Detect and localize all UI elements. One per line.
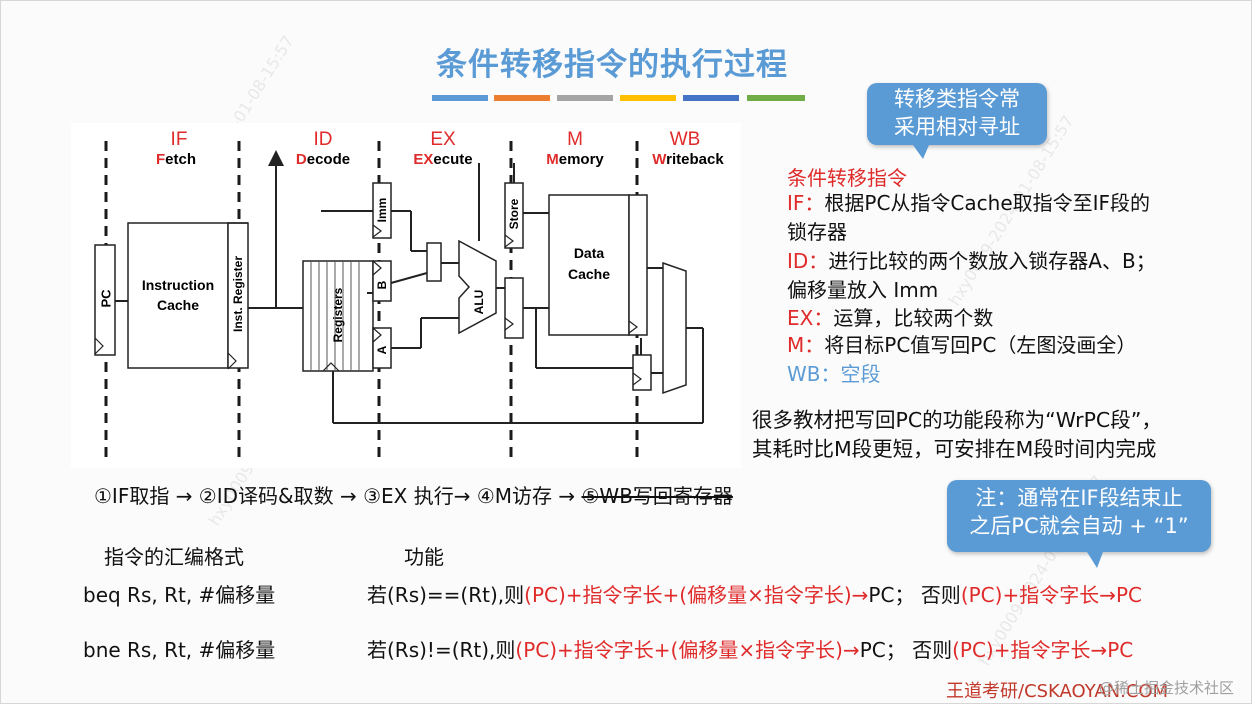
step-label: ID： — [787, 249, 829, 273]
pipeline-datapath-diagram: IF Fetch ID Decode EX EXecute M Memory W… — [71, 123, 741, 468]
condition: 若(Rs)==(Rt),则 — [367, 583, 525, 607]
store-latch-label: Store — [507, 198, 521, 230]
pc-target: PC — [1107, 638, 1134, 662]
icache-label-1: Instruction — [141, 277, 215, 293]
slide-title: 条件转移指令的执行过程 — [436, 47, 788, 83]
step-label: IF： — [787, 191, 825, 215]
stage-name-if: Fetch — [141, 151, 211, 168]
stage-initial: M — [546, 151, 559, 168]
pc-target: PC； — [868, 583, 915, 607]
callout-line: 注：通常在IF段结束止 — [975, 486, 1183, 510]
stage-label-id: ID — [313, 129, 333, 150]
wrpc-note: 很多教材把写回PC的功能段称为“WrPC段”， 其耗时比M段更短，可安排在M段时… — [752, 406, 1162, 464]
callout-line: 采用相对寻址 — [894, 115, 1020, 139]
datapath-svg — [94, 141, 704, 463]
stage-initial: F — [155, 151, 166, 168]
column-header-format: 指令的汇编格式 — [104, 545, 244, 569]
stage-rest: emory — [558, 151, 604, 168]
step-label: M： — [787, 333, 825, 357]
imm-latch-label: Imm — [375, 197, 389, 223]
pipeline-sequence: ①IF取指 → ②ID译码&取数 → ③EX 执行→ ④M访存 → ⑤WB写回寄… — [94, 480, 733, 509]
stage-label-ex: EX — [430, 129, 456, 150]
beq-function: 若(Rs)==(Rt),则(PC)+指令字长+(偏移量×指令字长)→PC； 否则… — [367, 579, 1142, 608]
callout-line: 转移类指令常 — [894, 87, 1020, 111]
callout-tail — [913, 145, 929, 159]
stage-label-wb: WB — [669, 129, 701, 150]
inst-register-label: Inst. Register — [231, 255, 245, 333]
title-color-bar — [557, 95, 613, 101]
id-step-continued: 偏移量放入 Imm — [787, 278, 939, 302]
step-text: 运算，比较两个数 — [833, 306, 994, 330]
m-step: M：将目标PC值写回PC（左图没画全） — [787, 331, 1136, 360]
stage-name-id: Decode — [287, 151, 359, 168]
title-color-bar — [494, 95, 550, 101]
title-color-bar — [620, 95, 676, 101]
step-text: 进行比较的两个数放入锁存器A、B； — [828, 249, 1156, 273]
bne-function: 若(Rs)!=(Rt),则(PC)+指令字长+(偏移量×指令字长)→PC； 否则… — [367, 634, 1133, 663]
not-taken-expression: (PC)+指令字长→ — [952, 638, 1108, 662]
wb-step: WB：空段 — [787, 362, 881, 386]
alu-label: ALU — [472, 289, 486, 315]
if-step: IF：根据PC从指令Cache取指令至IF段的 — [787, 189, 1150, 218]
title-color-bar — [683, 95, 739, 101]
stage-label-if: IF — [170, 129, 188, 150]
stage-rest: ecode — [306, 151, 351, 168]
pc-target: PC； — [859, 638, 906, 662]
stage-name-wb: Writeback — [645, 151, 731, 168]
else-keyword: 否则 — [912, 638, 953, 662]
brand-footer: 王道考研/CSKAOYAN.COM — [946, 681, 1169, 702]
step-label: EX： — [787, 306, 834, 330]
else-keyword: 否则 — [920, 583, 961, 607]
pipeline-steps: ①IF取指 → ②ID译码&取数 → ③EX 执行→ ④M访存 → — [94, 484, 582, 508]
stage-initial: D — [295, 151, 307, 168]
pipeline-wb-struck: ⑤WB写回寄存器 — [581, 484, 733, 508]
stage-rest: ecute — [433, 151, 473, 168]
registers-label: Registers — [331, 287, 345, 343]
wrpc-note-line: 很多教材把写回PC的功能段称为“WrPC段”， — [752, 408, 1162, 432]
b-latch-label: B — [375, 280, 389, 290]
a-latch-label: A — [375, 345, 389, 355]
bne-format: bne Rs, Rt, #偏移量 — [83, 638, 276, 662]
if-step-continued: 锁存器 — [787, 220, 847, 244]
taken-expression: (PC)+指令字长+(偏移量×指令字长)→ — [524, 583, 869, 607]
dcache-label-1: Data — [573, 245, 605, 261]
pc-increment-callout: 注：通常在IF段结束止 之后PC就会自动 + “1” — [947, 480, 1211, 568]
stage-initial: W — [652, 151, 667, 168]
taken-expression: (PC)+指令字长+(偏移量×指令字长)→ — [515, 638, 860, 662]
column-header-function: 功能 — [404, 545, 444, 569]
title-color-bar — [747, 95, 805, 101]
branch-heading: 条件转移指令 — [787, 166, 907, 190]
title-color-bar — [432, 95, 488, 101]
step-text: 将目标PC值写回PC（左图没画全） — [824, 333, 1137, 357]
icache-label-2: Cache — [156, 297, 200, 313]
pc-target: PC — [1115, 583, 1142, 607]
stage-label-m: M — [567, 129, 583, 150]
stage-rest: riteback — [666, 151, 724, 168]
id-step: ID：进行比较的两个数放入锁存器A、B； — [787, 247, 1156, 276]
community-watermark: @稀土掘金技术社区 — [1099, 679, 1235, 697]
pc-register-label: PC — [98, 289, 114, 308]
stage-name-ex: EXecute — [403, 151, 483, 168]
dcache-label-2: Cache — [567, 266, 611, 282]
ex-step: EX：运算，比较两个数 — [787, 304, 993, 333]
stage-rest: etch — [165, 151, 196, 168]
step-text: 根据PC从指令Cache取指令至IF段的 — [824, 191, 1151, 215]
stage-name-m: Memory — [535, 151, 615, 168]
stage-initial: EX — [413, 151, 434, 168]
relative-addressing-callout: 转移类指令常 采用相对寻址 — [867, 83, 1047, 159]
callout-tail — [1087, 552, 1103, 568]
condition: 若(Rs)!=(Rt),则 — [367, 638, 516, 662]
callout-line: 之后PC就会自动 + “1” — [969, 514, 1189, 538]
beq-format: beq Rs, Rt, #偏移量 — [83, 583, 276, 607]
not-taken-expression: (PC)+指令字长→ — [960, 583, 1116, 607]
wrpc-note-line: 其耗时比M段更短，可安排在M段时间内完成 — [752, 437, 1157, 461]
